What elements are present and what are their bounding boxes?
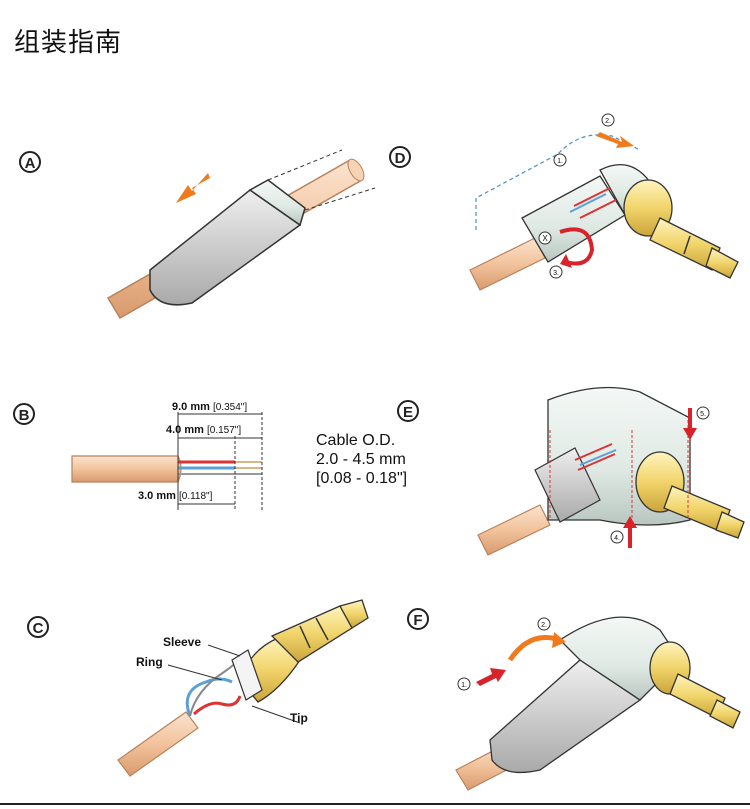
svg-text:2.: 2. [541, 622, 547, 629]
svg-text:4.: 4. [614, 535, 620, 542]
step-b-dim-outer-inch: [0.354"] [213, 402, 247, 413]
step-e-callout-4: 4. [610, 530, 624, 544]
cable-od-line-3: [0.08 - 0.18"] [316, 470, 408, 487]
step-e-callout-5: 5. [696, 406, 710, 420]
step-c: C Sleeve Ring Tip [27, 599, 369, 777]
step-b-dim-mid-value: 4.0 mm [166, 424, 204, 436]
svg-text:3.: 3. [553, 270, 559, 277]
step-f-housing [489, 616, 681, 774]
step-e-letter: E [403, 404, 413, 421]
step-c-plug [231, 599, 369, 703]
cable-od-spec: Cable O.D. 2.0 - 4.5 mm [0.08 - 0.18"] [316, 431, 407, 488]
step-c-ring-label: Ring [136, 655, 163, 669]
step-a-boot [149, 179, 306, 306]
svg-text:X: X [542, 234, 548, 243]
step-b-letter: B [19, 407, 30, 424]
step-b-stripped-cable [71, 455, 262, 483]
step-e-gold-plug [635, 451, 745, 539]
svg-text:5.: 5. [700, 411, 706, 418]
step-d-rotate-arrow-icon [559, 227, 595, 268]
step-b-dim-inner-inch: [0.118"] [179, 491, 213, 502]
step-d-callout-1: 1. [553, 153, 567, 167]
step-f-callout-1: 1. [457, 677, 471, 691]
step-c-letter-badge: C [27, 616, 49, 638]
svg-text:9.0 mm [0.354"]: 9.0 mm [0.354"] [172, 401, 247, 413]
step-d: D 1. [389, 113, 739, 291]
step-c-leaders [167, 644, 301, 724]
step-d-callout-3: 3. [549, 265, 563, 279]
step-f-rotate-arrow-icon [507, 632, 566, 662]
step-e-up-arrow-icon [623, 516, 637, 548]
step-a: A [19, 149, 376, 320]
step-d-letter-badge: D [389, 146, 411, 168]
step-b-dimension-lines [177, 412, 263, 510]
step-b-letter-badge: B [13, 403, 35, 425]
svg-text:2.: 2. [605, 118, 611, 125]
step-a-letter: A [25, 155, 36, 172]
step-b-dim-outer-value: 9.0 mm [172, 401, 210, 413]
step-c-cable [117, 711, 199, 777]
step-b-dim-inner-value: 3.0 mm [138, 490, 176, 502]
step-a-letter-badge: A [19, 151, 41, 173]
step-f-letter: F [413, 612, 422, 629]
step-d-callout-2: 2. [601, 113, 615, 127]
step-f: F 1. 2. [407, 608, 741, 791]
step-a-dashed-guides [267, 149, 376, 211]
step-d-slide-arrow-icon [596, 132, 634, 148]
svg-text:4.0 mm [0.157"]: 4.0 mm [0.157"] [166, 424, 241, 436]
bottom-divider [0, 803, 750, 805]
cable-od-line-1: Cable O.D. [316, 432, 396, 449]
step-d-gold-plug [623, 179, 739, 279]
svg-text:1.: 1. [461, 682, 467, 689]
step-a-slide-arrow-icon [176, 173, 210, 203]
step-d-callout-x: X [538, 231, 552, 245]
page-title: 组装指南 [14, 28, 123, 58]
step-c-sleeve-label: Sleeve [163, 635, 201, 649]
step-f-gold-plug [649, 641, 741, 729]
svg-text:3.0 mm [0.118"]: 3.0 mm [0.118"] [138, 490, 213, 502]
step-d-cable [469, 237, 546, 291]
step-d-letter: D [395, 150, 406, 167]
step-e-down-arrow-icon [683, 408, 697, 440]
step-d-dashed-shell [475, 134, 641, 230]
step-b-dim-mid-inch: [0.157"] [207, 425, 241, 436]
step-f-letter-badge: F [407, 608, 429, 630]
step-b: B 9.0 mm [0.354"] 4.0 mm [0.157"] 3. [13, 401, 263, 510]
step-e-letter-badge: E [397, 400, 419, 422]
step-e-cable [477, 504, 551, 556]
step-f-callout-2: 2. [537, 617, 551, 631]
step-c-tip-label: Tip [290, 711, 308, 725]
step-f-push-arrow-icon [476, 668, 506, 686]
step-e: E 4. [397, 386, 745, 556]
svg-text:1.: 1. [557, 158, 563, 165]
step-c-letter: C [33, 620, 44, 637]
cable-od-line-2: 2.0 - 4.5 mm [316, 451, 406, 468]
step-e-dashed-guides [549, 420, 689, 520]
